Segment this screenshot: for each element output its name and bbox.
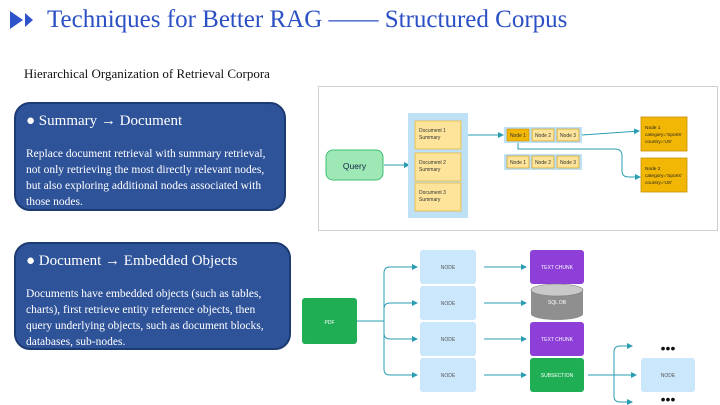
- summary-document-card: ● Summary → Document Replace document re…: [14, 102, 286, 211]
- node-label: Node 1: [510, 133, 526, 139]
- node-box-4: [420, 358, 476, 392]
- node-label: Node 2: [535, 133, 551, 139]
- document-summary-3: [414, 182, 462, 212]
- branch-2-arrow: [383, 300, 418, 310]
- play-arrow-icon: [10, 11, 23, 29]
- pdf-source-node: [302, 298, 357, 344]
- node-label: Node 3: [560, 133, 576, 139]
- summary-retrieval-svg: Query Document 1 Summary Document 2 Summ…: [325, 113, 688, 218]
- title-bar: Techniques for Better RAG —— Structured …: [10, 6, 567, 34]
- final-node-box: [641, 358, 695, 392]
- node-row2-node3: [556, 155, 580, 169]
- card-body: Replace document retrieval with summary …: [26, 148, 266, 208]
- final-node-label: NODE: [661, 373, 676, 379]
- output-node-2: [640, 157, 688, 193]
- branch-4-arrow: [383, 321, 418, 378]
- sql-db-label: SQL DB: [548, 300, 567, 306]
- output-2-line3: country='US': [645, 180, 672, 186]
- query-node: [325, 149, 384, 181]
- to-output-1-arrow: [581, 128, 640, 136]
- node-box-label: NODE: [441, 265, 456, 271]
- document-summary-1: [414, 120, 462, 150]
- node-box-2: [420, 286, 476, 320]
- node-label: Node 1: [510, 160, 526, 166]
- document-2-title: Document 2: [419, 160, 446, 166]
- node-label: Node 2: [535, 160, 551, 166]
- card-body: Documents have embedded objects (such as…: [26, 288, 264, 348]
- ellipsis-top: •••: [661, 340, 676, 356]
- output-2-line1: Node 2: [645, 166, 661, 172]
- branch-3-arrow: [383, 332, 418, 342]
- page-title: Techniques for Better RAG —— Structured …: [47, 6, 568, 33]
- branch-1-arrow: [383, 264, 418, 321]
- subsection-box: [530, 358, 584, 392]
- node-label: Node 3: [560, 160, 576, 166]
- subsection-label: SUBSECTION: [541, 373, 574, 379]
- sub-branch-down-arrow: [613, 375, 633, 405]
- text-chunk-label: TEXT CHUNK: [541, 337, 574, 343]
- document-3-title: Document 3: [419, 190, 446, 196]
- node-box-3: [420, 322, 476, 356]
- node-box-label: NODE: [441, 337, 456, 343]
- to-output-2-arrow: [517, 143, 641, 180]
- document-2-sub: Summary: [419, 167, 441, 173]
- document-1-title: Document 1: [419, 128, 446, 134]
- document-1-sub: Summary: [419, 135, 441, 141]
- node-box-label: NODE: [441, 301, 456, 307]
- document-summary-2: [414, 152, 462, 182]
- node-row2-node2: [531, 155, 555, 169]
- output-1-line1: Node 1: [645, 125, 661, 131]
- node-box-1: [420, 250, 476, 284]
- output-1-line2: category='Sports': [645, 132, 682, 138]
- sql-db-icon: [530, 283, 584, 320]
- card-heading: ● Summary → Document: [26, 113, 183, 129]
- node-row2-node1: [506, 155, 530, 169]
- text-chunk-1: [530, 250, 584, 284]
- node-box-label: NODE: [441, 373, 456, 379]
- page-subtitle: Hierarchical Organization of Retrieval C…: [24, 66, 270, 81]
- output-1-line3: country='US': [645, 139, 672, 145]
- embedded-objects-diagram: PDF NODE NODE NODE NODE TEXT CHUNK SQL D…: [302, 250, 695, 405]
- card-heading: ● Document → Embedded Objects: [26, 253, 238, 269]
- node-row1-node2: [531, 128, 555, 142]
- pdf-label: PDF: [325, 320, 335, 326]
- text-chunk-2: [530, 322, 584, 356]
- ellipsis-bottom: •••: [661, 391, 676, 405]
- query-label: Query: [343, 161, 367, 171]
- summary-retrieval-diagram: Query Document 1 Summary Document 2 Summ…: [318, 86, 718, 231]
- document-3-sub: Summary: [419, 197, 441, 203]
- output-node-1: [640, 116, 688, 152]
- output-2-line2: category='Sports': [645, 173, 682, 179]
- sub-branch-up-arrow: [613, 343, 633, 375]
- node-row1-node1: [506, 128, 530, 142]
- document-embedded-card: ● Document → Embedded Objects Documents …: [14, 242, 291, 350]
- play-arrow-small-icon: [25, 13, 33, 27]
- node-row1-node3: [556, 128, 580, 142]
- text-chunk-label: TEXT CHUNK: [541, 265, 574, 271]
